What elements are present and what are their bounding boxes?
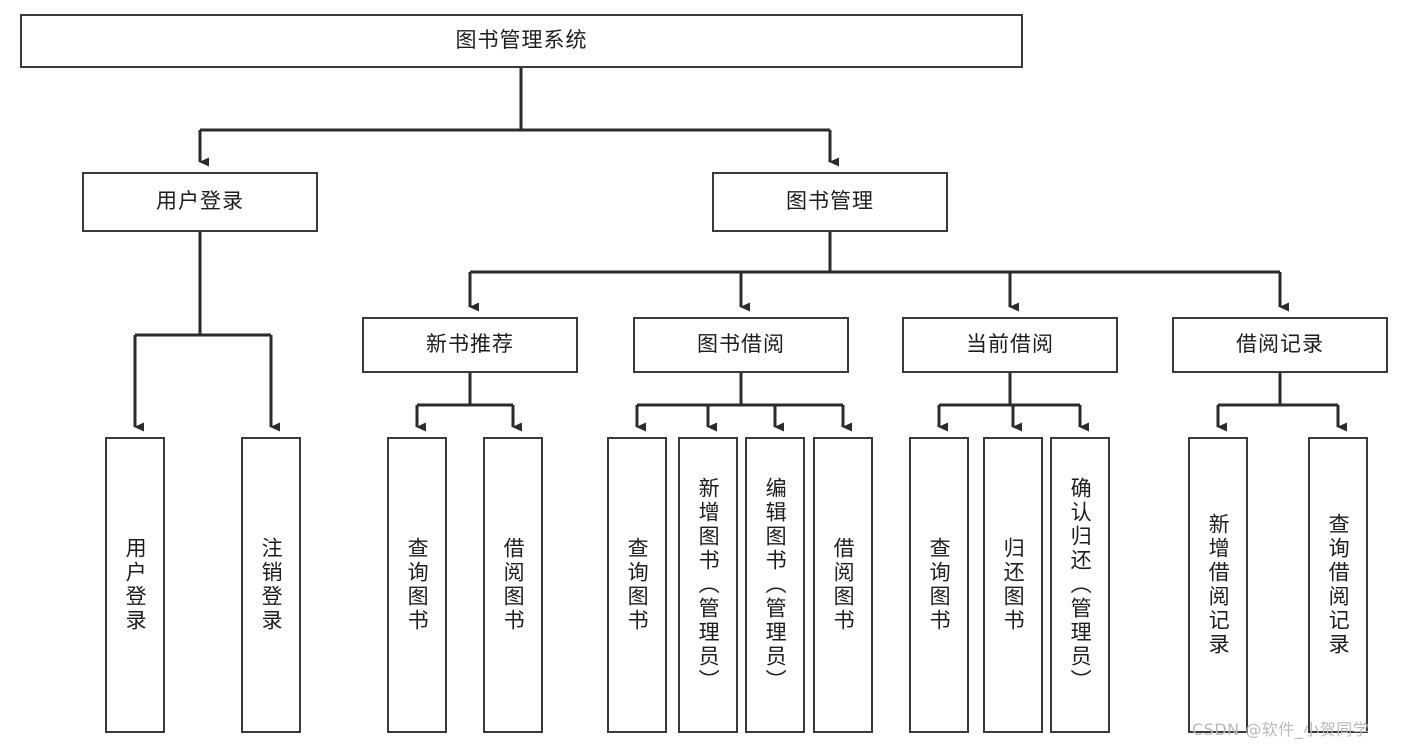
node-leaf-return-book-label: 归还图书 [1001,537,1026,633]
node-current-borrow[interactable]: 当前借阅 [902,317,1118,373]
node-book-borrow[interactable]: 图书借阅 [633,317,849,373]
node-leaf-query-book-2-label: 查询图书 [625,537,650,633]
node-leaf-add-book[interactable]: 新增图书（管理员） [678,437,738,733]
node-current-borrow-label: 当前借阅 [966,332,1054,357]
node-leaf-confirm-return[interactable]: 确认归还（管理员） [1050,437,1110,733]
node-user-login[interactable]: 用户登录 [82,172,318,232]
node-leaf-return-book[interactable]: 归还图书 [983,437,1043,733]
node-leaf-query-book-2[interactable]: 查询图书 [607,437,667,733]
node-leaf-query-record-label: 查询借阅记录 [1326,513,1351,657]
node-borrow-record[interactable]: 借阅记录 [1172,317,1388,373]
node-new-book-rec-label: 新书推荐 [426,332,514,357]
node-leaf-user-logout-label: 注销登录 [259,537,284,633]
node-user-login-label: 用户登录 [156,189,244,214]
node-leaf-query-book-1-label: 查询图书 [405,537,430,633]
node-leaf-add-record-label: 新增借阅记录 [1206,513,1231,657]
node-leaf-user-login[interactable]: 用户登录 [105,437,165,733]
node-leaf-add-record[interactable]: 新增借阅记录 [1188,437,1248,733]
node-leaf-add-book-label: 新增图书（管理员） [696,477,721,693]
node-leaf-borrow-book-2-label: 借阅图书 [831,537,856,633]
node-leaf-borrow-book-2[interactable]: 借阅图书 [813,437,873,733]
node-leaf-user-login-label: 用户登录 [123,537,148,633]
node-leaf-query-book-3-label: 查询图书 [927,537,952,633]
node-leaf-confirm-return-label: 确认归还（管理员） [1068,477,1093,693]
node-root[interactable]: 图书管理系统 [20,14,1023,68]
node-leaf-query-book-1[interactable]: 查询图书 [387,437,447,733]
node-borrow-record-label: 借阅记录 [1236,332,1324,357]
node-leaf-edit-book-label: 编辑图书（管理员） [763,477,788,693]
node-book-manage-label: 图书管理 [786,189,874,214]
node-new-book-rec[interactable]: 新书推荐 [362,317,578,373]
node-book-manage[interactable]: 图书管理 [712,172,948,232]
node-root-label: 图书管理系统 [455,28,588,53]
node-leaf-user-logout[interactable]: 注销登录 [241,437,301,733]
node-leaf-edit-book[interactable]: 编辑图书（管理员） [745,437,805,733]
csdn-watermark: CSDN @软件_小贺同学 [1192,720,1370,739]
node-leaf-borrow-book-1-label: 借阅图书 [501,537,526,633]
node-book-borrow-label: 图书借阅 [697,332,785,357]
node-leaf-query-record[interactable]: 查询借阅记录 [1308,437,1368,733]
node-leaf-borrow-book-1[interactable]: 借阅图书 [483,437,543,733]
node-leaf-query-book-3[interactable]: 查询图书 [909,437,969,733]
